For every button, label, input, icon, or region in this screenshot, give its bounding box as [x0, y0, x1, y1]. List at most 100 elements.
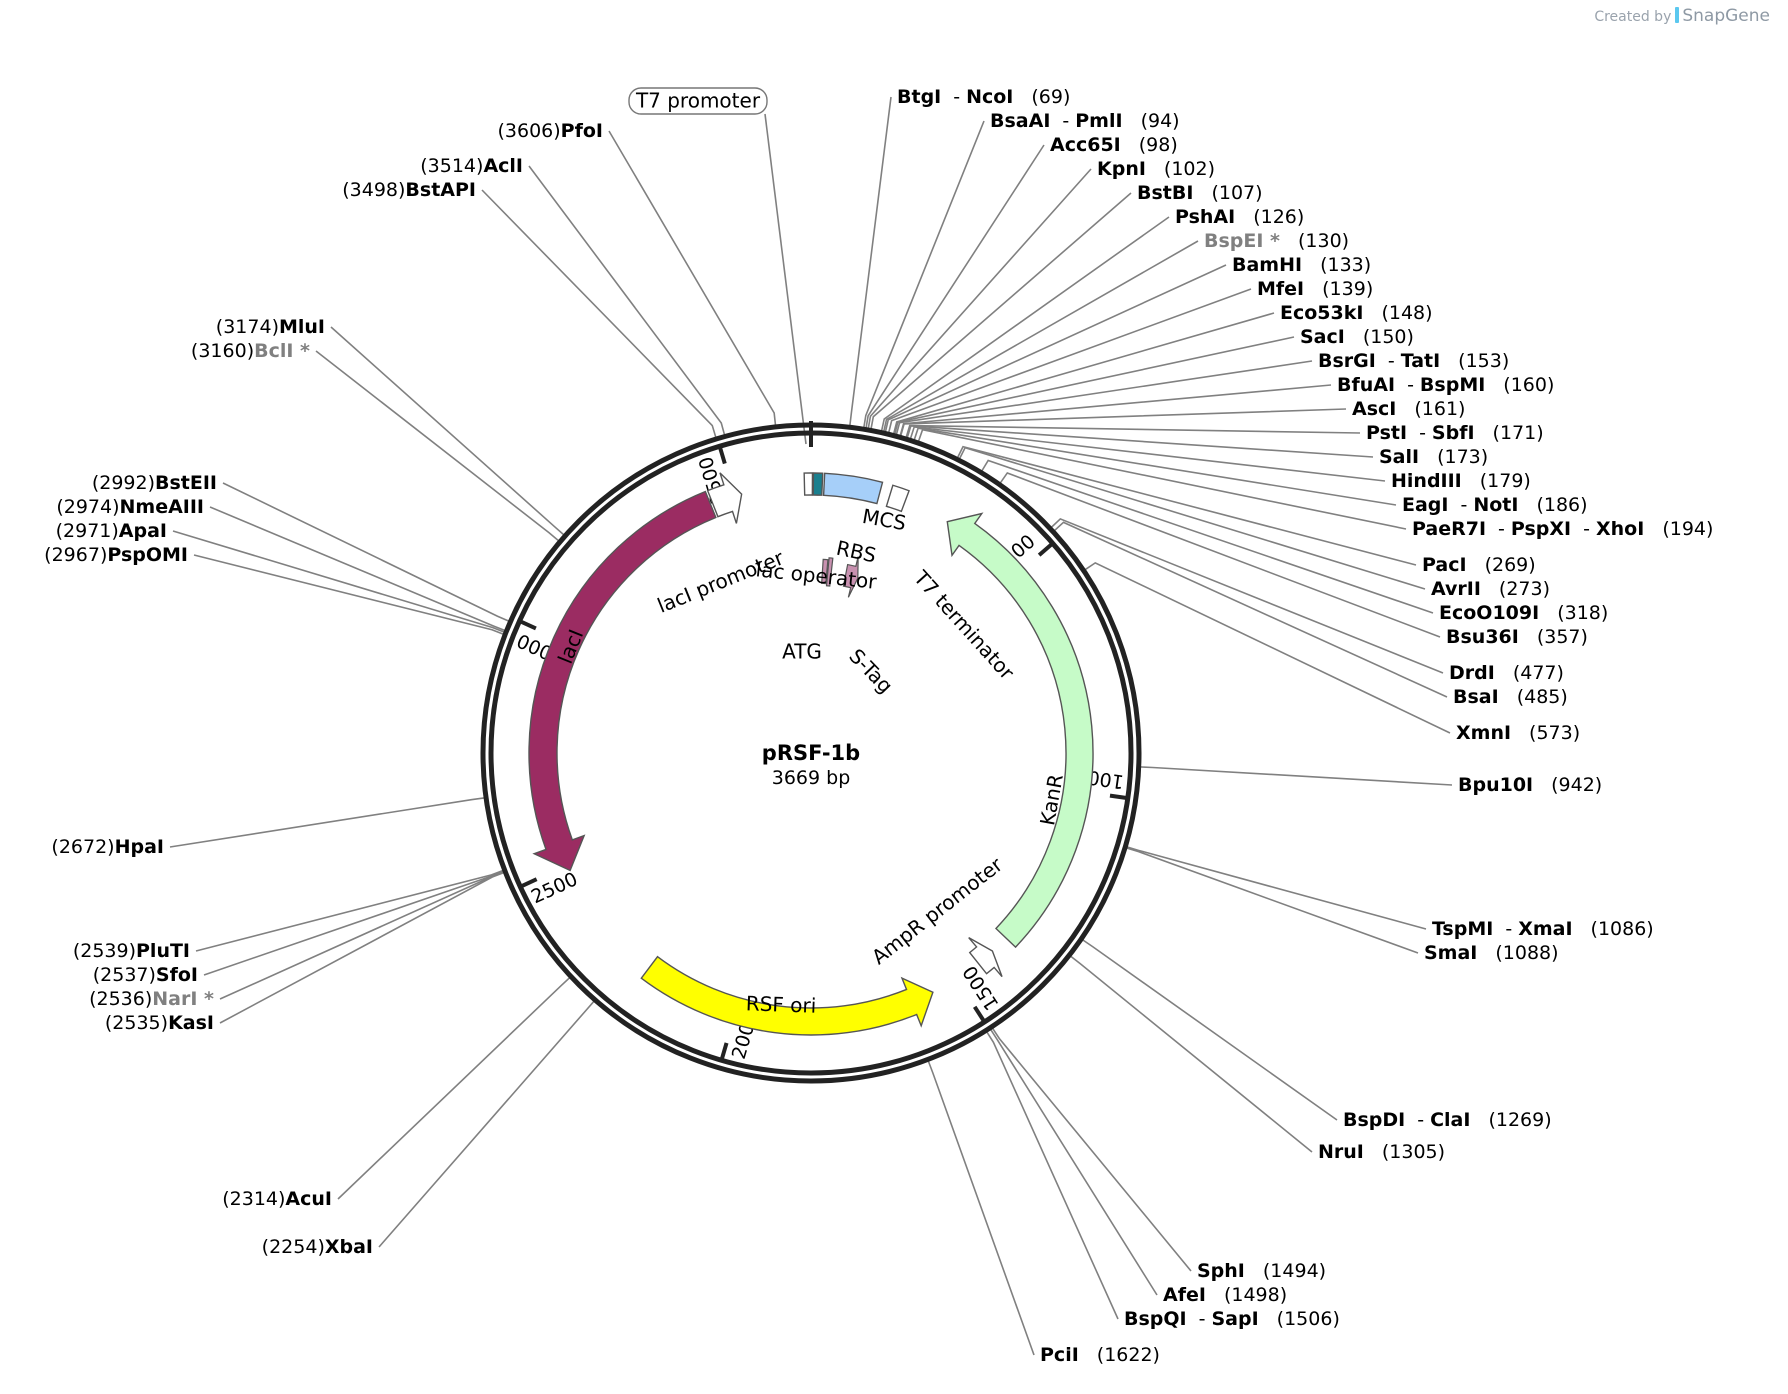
site-leader-pshai [880, 216, 1170, 431]
site-name: BamHI [1232, 254, 1302, 276]
ampr-promoter-feature [968, 937, 1003, 978]
plasmid-center-label: pRSF-1b 3669 bp [762, 741, 860, 789]
site-label-kasi: (2535)KasI [105, 1012, 214, 1034]
site-label-bsrgi: BsrGI-TatI(153) [1318, 350, 1509, 372]
t7-terminator-feature [885, 484, 910, 513]
kanr-feature [946, 512, 1094, 949]
site-label-pspomi: (2967)PspOMI [44, 544, 188, 566]
plasmid-name: pRSF-1b [762, 741, 860, 765]
site-name: BstBI [1137, 182, 1193, 204]
site-label-sphi: SphI(1494) [1197, 1260, 1326, 1282]
site-label-paer7i: PaeR7I-PspXI-XhoI(194) [1412, 518, 1713, 540]
laci-feature [528, 490, 717, 872]
site-position: (171) [1493, 422, 1544, 444]
site-position: (130) [1298, 230, 1349, 252]
site-leader-bsteii [222, 482, 509, 622]
site-position: (2672) [51, 836, 114, 858]
site-name: Eco53kI [1280, 302, 1363, 324]
site-label-acc65i: Acc65I(98) [1050, 134, 1178, 156]
site-leader-bsaai [863, 120, 985, 428]
mcs-feature [822, 472, 884, 505]
site-leader-bsai [1054, 521, 1448, 698]
site-label-saci: SacI(150) [1300, 326, 1414, 348]
rbs-label: RBS [834, 536, 878, 568]
site-labels: BtgI-NcoI(69)BsaAI-PmlI(94)Acc65I(98)Kpn… [44, 86, 1713, 1366]
site-name: SfoI [156, 964, 198, 986]
tick-500 [1037, 543, 1053, 557]
site-label-pshai: PshAI(126) [1175, 206, 1304, 228]
site-name: BspQI [1124, 1308, 1187, 1330]
site-name: NarI * [152, 988, 214, 1010]
site-leader-bspqi [986, 1031, 1119, 1320]
site-name: Bsu36I [1446, 626, 1519, 648]
site-position: (139) [1322, 278, 1373, 300]
site-name: BsaAI [990, 110, 1050, 132]
site-label-sali: SalI(173) [1379, 446, 1488, 468]
site-position: (2314) [222, 1188, 285, 1210]
site-label-pluti: (2539)PluTI [73, 940, 190, 962]
site-name: TspMI [1432, 918, 1493, 940]
site-leader-bspei [883, 240, 1199, 432]
site-name: PacI [1422, 554, 1467, 576]
site-label-nmeaiii: (2974)NmeAIII [56, 496, 204, 518]
site-separator: - [1199, 1308, 1206, 1330]
site-leader-sfoi [203, 870, 504, 976]
site-label-apai: (2971)ApaI [56, 520, 167, 542]
site-position: (161) [1414, 398, 1465, 420]
site-position: (2974) [56, 496, 119, 518]
rbs-feature [803, 472, 814, 496]
site-name: Bpu10I [1458, 774, 1533, 796]
site-leader-paer7i [917, 428, 1407, 530]
site-position: (3498) [342, 179, 405, 201]
rsf-ori-feature [640, 955, 934, 1036]
site-leader-pspomi [193, 554, 504, 635]
site-name: EagI [1402, 494, 1448, 516]
site-name: ApaI [119, 520, 167, 542]
tick-3000 [520, 620, 537, 631]
site-name: NmeAIII [120, 496, 205, 518]
site-leader-acli [528, 165, 726, 435]
site-name: PfoI [561, 120, 603, 142]
tick-1500 [973, 1005, 986, 1022]
site-name: PstI [1366, 422, 1407, 444]
site-position: (1088) [1495, 942, 1558, 964]
site-separator: - [1062, 110, 1069, 132]
site-label-paci: PacI(269) [1422, 554, 1536, 576]
site-name: SacI [1300, 326, 1345, 348]
site-name: PspXI [1511, 518, 1571, 540]
site-leader-afei [990, 1029, 1158, 1296]
site-leader-bspdi [1082, 939, 1338, 1121]
site-position: (107) [1211, 182, 1262, 204]
site-leader-bsrgi [895, 360, 1313, 435]
site-position: (273) [1499, 578, 1550, 600]
site-position: (1506) [1277, 1308, 1340, 1330]
site-leader-pluti [195, 869, 503, 952]
site-label-bspdi: BspDI-ClaI(1269) [1343, 1109, 1552, 1131]
site-label-xbai: (2254)XbaI [262, 1236, 373, 1258]
site-name: HpaI [115, 836, 164, 858]
site-name: BtgI [897, 86, 941, 108]
site-name: BstEII [155, 472, 217, 494]
site-name: BspDI [1343, 1109, 1405, 1131]
site-position: (94) [1141, 110, 1180, 132]
site-position: (1269) [1488, 1109, 1551, 1131]
site-name: NruI [1318, 1141, 1364, 1163]
site-position: (1498) [1224, 1284, 1287, 1306]
site-name: SphI [1197, 1260, 1245, 1282]
site-label-drdi: DrdI(477) [1449, 662, 1564, 684]
site-name: BclI * [254, 340, 310, 362]
plasmid-backbone [480, 421, 1142, 1084]
site-position: (1305) [1382, 1141, 1445, 1163]
site-position: (2971) [56, 520, 119, 542]
site-separator: - [1505, 918, 1512, 940]
site-separator: - [1419, 422, 1426, 444]
site-separator: - [1407, 374, 1414, 396]
site-position: (2535) [105, 1012, 168, 1034]
site-label-bcli: (3160)BclI * [191, 340, 310, 362]
site-leader-sphi [992, 1028, 1192, 1272]
site-leader-avrii [959, 446, 1426, 590]
site-name: BsrGI [1318, 350, 1376, 372]
site-label-psti: PstI-SbfI(171) [1366, 422, 1544, 444]
site-leader-eagi [913, 427, 1397, 506]
